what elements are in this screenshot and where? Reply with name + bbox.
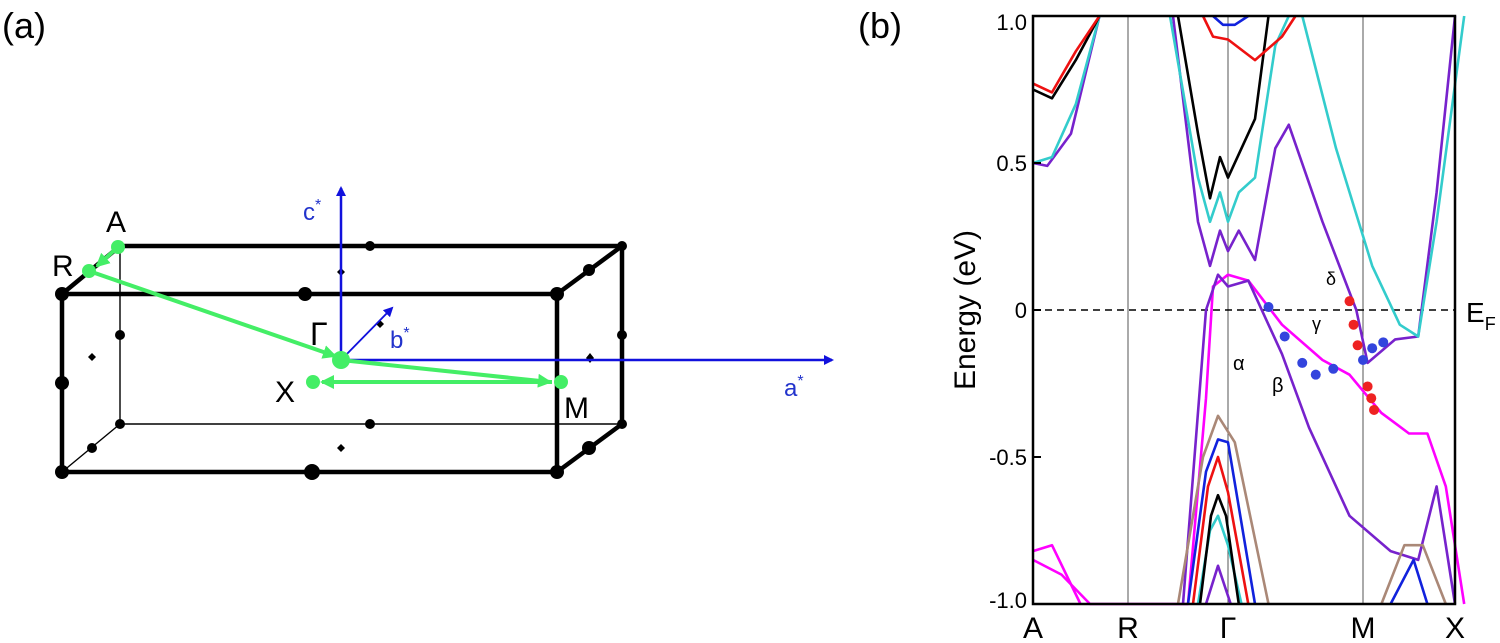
- band-label-alpha: α: [1233, 353, 1245, 375]
- band-chart: 1.0 0.5 0 -0.5 -1.0 A R Γ M X Energy (eV) EF α β…: [949, 10, 1496, 643]
- band-line: [1032, 543, 1082, 605]
- band-line: [1032, 15, 1101, 94]
- blue-marker: [1263, 302, 1274, 313]
- red-marker: [1366, 393, 1377, 404]
- path-point-dots: [82, 240, 568, 389]
- reciprocal-axes: [336, 186, 834, 365]
- point-R-dot: [82, 264, 96, 278]
- band-line: [1032, 15, 1101, 165]
- band-line: [1212, 14, 1250, 27]
- red-marker: [1352, 340, 1363, 351]
- b-star-label: b*: [390, 325, 410, 354]
- b-star-axis: [340, 306, 394, 361]
- blue-marker: [1378, 337, 1389, 348]
- band-label-delta: δ: [1326, 269, 1336, 289]
- band-line: [1191, 455, 1250, 605]
- band-line: [1171, 15, 1457, 365]
- band-line: [1198, 493, 1241, 605]
- blue-marker: [1328, 363, 1339, 374]
- band-line: [1186, 438, 1257, 605]
- panel-a: (a): [2, 5, 834, 480]
- x-tick-label: X: [1445, 612, 1465, 643]
- fermi-level-label: EF: [1466, 297, 1496, 334]
- y-tick-label: -0.5: [989, 445, 1027, 470]
- path-Gamma-M: [340, 358, 552, 388]
- blue-marker: [1310, 369, 1321, 380]
- x-tick-label: A: [1023, 612, 1043, 643]
- blue-marker: [1358, 354, 1368, 365]
- box-vertex-dots: [55, 241, 627, 480]
- band-markers: [1263, 296, 1389, 415]
- red-marker: [1362, 381, 1373, 392]
- band-line: [1181, 273, 1457, 605]
- red-marker: [1348, 319, 1359, 330]
- band-line: [1389, 558, 1429, 605]
- band-line: [1032, 15, 1101, 168]
- point-A-label: A: [106, 206, 126, 239]
- y-tick-label: -1.0: [989, 588, 1027, 613]
- red-marker: [1369, 404, 1380, 415]
- high-symmetry-path: [88, 245, 552, 389]
- red-marker: [1344, 296, 1355, 307]
- panel-b-label: (b): [858, 5, 902, 46]
- point-A-dot: [111, 240, 125, 254]
- band-label-gamma: γ: [1312, 314, 1321, 334]
- c-star-label: c*: [303, 197, 321, 226]
- y-tick-label: 1.0: [996, 10, 1027, 35]
- a-star-label: a*: [784, 373, 804, 402]
- band-line: [1176, 414, 1270, 605]
- band-line: [1176, 15, 1270, 200]
- x-tick-label: R: [1117, 612, 1139, 643]
- y-tick-label: 0.5: [996, 151, 1027, 176]
- band-line: [1380, 543, 1448, 605]
- band-label-beta: β: [1272, 375, 1284, 397]
- band-line: [1204, 564, 1232, 605]
- blue-marker: [1367, 343, 1378, 354]
- x-tick-label: Γ: [1220, 612, 1237, 643]
- y-ticks: 1.0 0.5 0 -0.5 -1.0: [989, 10, 1041, 613]
- point-X-dot: [306, 375, 320, 389]
- point-M-label: M: [564, 392, 589, 425]
- y-tick-label: 0: [1015, 298, 1027, 323]
- path-R-Gamma: [88, 269, 337, 359]
- y-axis-label: Energy (eV): [949, 230, 982, 390]
- band-line: [1301, 15, 1466, 338]
- x-tick-label: M: [1351, 612, 1376, 643]
- point-Gamma-dot: [332, 351, 350, 369]
- band-line: [1201, 15, 1297, 62]
- point-Gamma-label: Γ: [310, 316, 328, 352]
- panel-a-label: (a): [2, 5, 46, 46]
- blue-marker: [1279, 331, 1290, 342]
- point-M-dot: [554, 375, 568, 389]
- band-line: [1032, 15, 1101, 100]
- blue-marker: [1297, 357, 1308, 368]
- panel-b: (b) 1.0 0.5 0 -0.5 -1.0 A R Γ M X Energy (eV) EF…: [858, 5, 1496, 643]
- point-X-label: X: [275, 376, 295, 409]
- point-R-label: R: [52, 250, 74, 283]
- band-line: [1168, 15, 1290, 224]
